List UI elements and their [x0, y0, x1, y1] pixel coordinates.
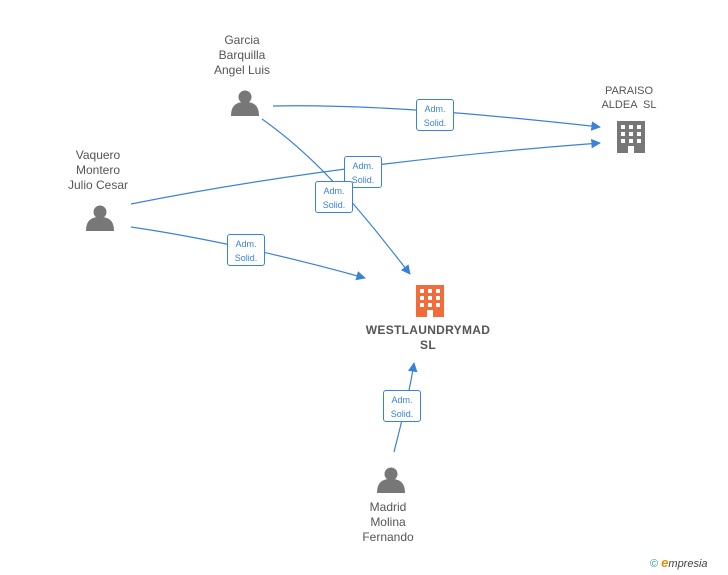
edge-label-role: Solid. [351, 175, 375, 185]
person-icon-madrid [377, 467, 405, 493]
edge-label-vaquero-westlaundry: Adm. Solid. [227, 234, 265, 266]
node-label-line: PARAISO [604, 85, 654, 97]
node-label-line: Fernando [362, 530, 414, 544]
node-label-line: Barquilla [218, 48, 266, 62]
node-label-line: Montero [75, 163, 121, 177]
person-icon-garcia [231, 90, 259, 116]
copyright-symbol: © [650, 558, 659, 570]
edge-label-garcia-paraiso: Adm. Solid. [416, 99, 454, 131]
edge-label-garcia-westlaundry: Adm. Solid. [315, 181, 353, 213]
node-label-westlaundry[interactable]: WESTLAUNDRYMAD SL [363, 323, 493, 353]
brand-logo-icon: e [661, 555, 669, 570]
node-label-paraiso[interactable]: PARAISO ALDEA SL [564, 84, 694, 112]
node-label-madrid[interactable]: Madrid Molina Fernando [323, 500, 453, 545]
node-label-line: Angel Luis [213, 63, 271, 77]
node-label-line: Vaquero [75, 148, 121, 162]
footer-brand: © empresia [650, 555, 708, 570]
edge-label-role: Adm. [235, 239, 257, 249]
edge-label-role: Solid. [234, 253, 258, 263]
person-icon-vaquero [86, 205, 114, 231]
edge-label-role: Adm. [352, 161, 374, 171]
edge-label-role: Adm. [424, 104, 446, 114]
node-label-line: WESTLAUNDRYMAD [365, 323, 491, 337]
edge-label-role: Adm. [323, 186, 345, 196]
edge-label-role: Solid. [390, 409, 414, 419]
node-label-line: Julio Cesar [67, 178, 129, 192]
node-label-line: Molina [370, 515, 406, 529]
edge-label-role: Solid. [423, 118, 447, 128]
building-icon-paraiso [617, 121, 645, 153]
edge-vaquero-paraiso [130, 138, 601, 205]
node-label-line: SL [420, 338, 436, 352]
edge-label-role: Solid. [322, 200, 346, 210]
edge-label-role: Adm. [391, 395, 413, 405]
brand-name: mpresia [668, 558, 708, 570]
node-label-line: Madrid [369, 500, 407, 514]
node-label-line: Garcia [224, 33, 260, 47]
node-label-line: ALDEA SL [601, 99, 657, 111]
node-label-vaquero[interactable]: Vaquero Montero Julio Cesar [33, 148, 163, 193]
edge-label-madrid-westlaundry: Adm. Solid. [383, 390, 421, 422]
building-icon-westlaundry [416, 285, 444, 317]
node-label-garcia[interactable]: Garcia Barquilla Angel Luis [177, 33, 307, 78]
